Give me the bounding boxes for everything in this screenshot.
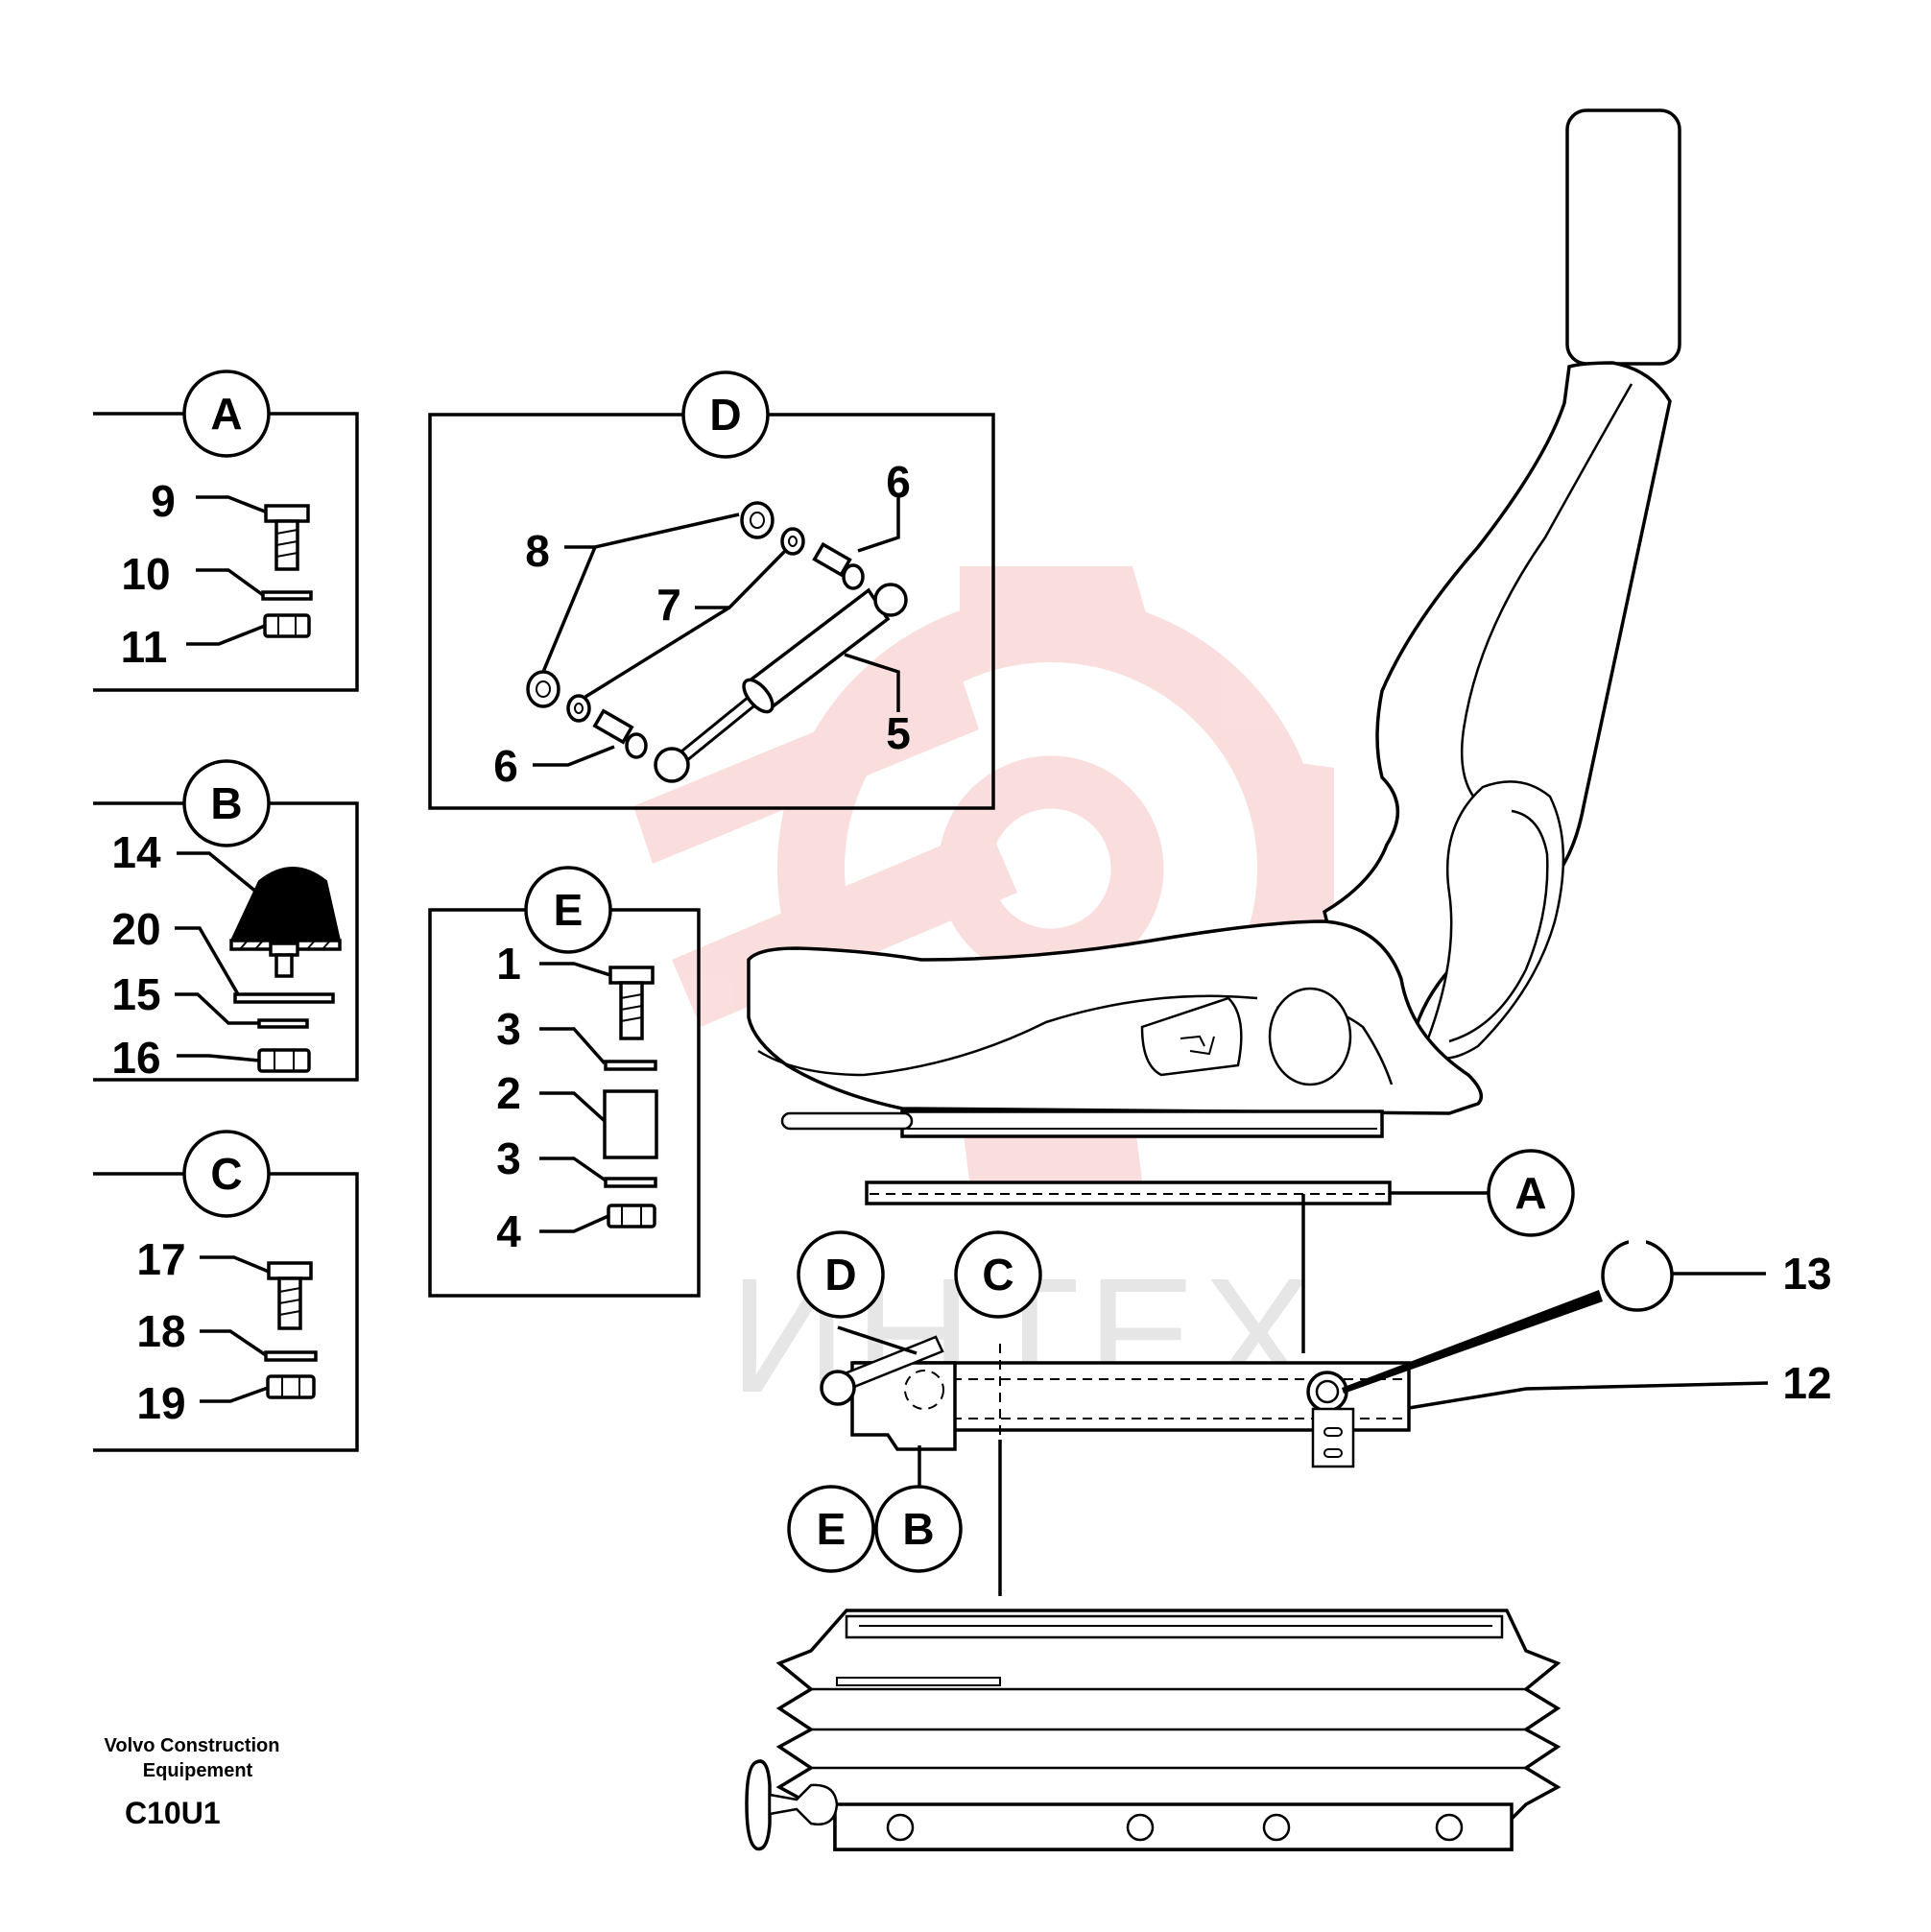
callout-e-box: E xyxy=(524,866,612,954)
ball-stud-6-top-icon xyxy=(812,541,865,590)
callout-c-box: C xyxy=(182,1130,271,1218)
part-number-4: 4 xyxy=(496,1206,521,1256)
part-number-14: 14 xyxy=(111,827,161,877)
bolt-17-icon xyxy=(267,1261,313,1330)
seat-rail-top xyxy=(900,1109,1384,1138)
weight-adjust-knob xyxy=(745,1759,839,1851)
headrest xyxy=(1565,108,1681,366)
seat-cushion xyxy=(747,919,1484,1115)
part-number-20: 20 xyxy=(111,904,160,954)
svg-text:E: E xyxy=(554,885,584,935)
nut-16-icon xyxy=(257,1048,311,1073)
slider-handle xyxy=(780,1111,914,1131)
suspension-base xyxy=(745,1609,1561,1851)
part-number-19: 19 xyxy=(136,1378,185,1428)
svg-text:A: A xyxy=(1514,1168,1546,1218)
drawing-code: C10U1 xyxy=(125,1796,221,1830)
washer-7-bottom-icon xyxy=(566,694,591,723)
svg-text:D: D xyxy=(709,390,741,440)
spacer-2-icon xyxy=(603,1089,658,1159)
gas-spring-5-icon xyxy=(654,583,908,783)
plate-20-icon xyxy=(233,992,335,1004)
suspension-frame-12 xyxy=(820,1335,1769,1596)
bolt-1-icon xyxy=(608,966,655,1040)
part-number-6-bottom: 6 xyxy=(493,741,518,791)
seat-assembly xyxy=(747,108,1681,1138)
seat-backrest xyxy=(1322,361,1672,1068)
part-number-2: 2 xyxy=(496,1068,521,1118)
nut-11-icon xyxy=(263,613,311,638)
callout-e-main: E xyxy=(787,1485,875,1573)
part-number-17: 17 xyxy=(136,1234,185,1284)
callout-b-main: B xyxy=(874,1485,963,1573)
washer-10-icon xyxy=(261,590,313,601)
pivot-bushing xyxy=(1306,1371,1348,1413)
detail-box-d xyxy=(428,413,995,810)
slide-rail-a xyxy=(865,1181,1490,1353)
part-number-16: 16 xyxy=(111,1033,160,1083)
part-number-15: 15 xyxy=(111,969,160,1019)
washer-3-bottom-icon xyxy=(604,1177,657,1188)
callout-b-box: B xyxy=(182,759,271,847)
svg-text:E: E xyxy=(817,1504,846,1554)
part-number-9: 9 xyxy=(151,476,176,526)
snap-ring-13-icon xyxy=(1342,1238,1766,1394)
nut-8-top-icon xyxy=(740,501,775,539)
part-number-13: 13 xyxy=(1782,1249,1831,1299)
part-number-12: 12 xyxy=(1782,1358,1831,1408)
nut-19-icon xyxy=(266,1374,316,1399)
part-number-6-top: 6 xyxy=(886,457,911,507)
detail-box-e xyxy=(428,908,701,1298)
washer-7-top-icon xyxy=(780,527,805,556)
nut-8-bottom-icon xyxy=(526,670,560,708)
rubber-buffer-14-icon xyxy=(229,867,342,978)
part-number-11: 11 xyxy=(121,622,168,672)
svg-text:D: D xyxy=(824,1250,856,1300)
nut-4-icon xyxy=(607,1204,656,1228)
part-number-3-top: 3 xyxy=(496,1004,521,1054)
ball-stud-6-bottom-icon xyxy=(592,708,648,759)
svg-text:A: A xyxy=(210,389,242,439)
callout-d-main: D xyxy=(797,1230,885,1319)
company-name-line2: Equipement xyxy=(143,1760,253,1781)
svg-text:C: C xyxy=(210,1149,242,1199)
svg-text:C: C xyxy=(982,1250,1013,1300)
bolt-9-icon xyxy=(264,504,310,571)
washer-18-icon xyxy=(264,1350,318,1362)
callout-a-main: A xyxy=(1487,1149,1575,1237)
part-number-5: 5 xyxy=(886,708,911,758)
callout-d-box: D xyxy=(681,370,770,459)
callout-a-box: A xyxy=(182,370,271,458)
washer-15-icon xyxy=(257,1018,309,1029)
part-number-18: 18 xyxy=(136,1306,185,1356)
part-number-1: 1 xyxy=(496,939,521,989)
side-bolster xyxy=(1423,780,1565,1060)
part-number-8: 8 xyxy=(525,526,550,576)
company-name-line1: Volvo Construction xyxy=(105,1735,280,1756)
part-number-3-bottom: 3 xyxy=(496,1133,521,1183)
callout-c-main: C xyxy=(954,1230,1042,1319)
svg-text:B: B xyxy=(902,1504,934,1554)
svg-text:B: B xyxy=(210,778,242,828)
part-number-10: 10 xyxy=(121,549,170,599)
washer-3-top-icon xyxy=(604,1060,657,1071)
seat-icon xyxy=(1180,1035,1215,1056)
part-number-7: 7 xyxy=(656,580,681,630)
